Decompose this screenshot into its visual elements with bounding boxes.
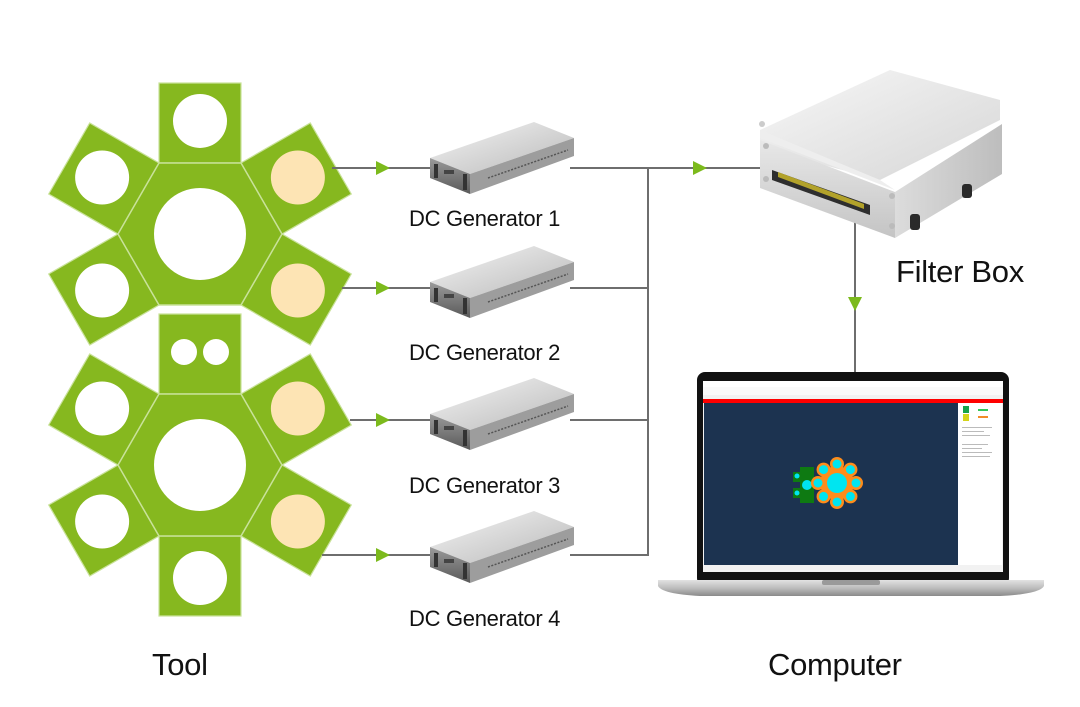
tool-hub-center-icon: [154, 188, 246, 280]
dc-generator-3-label: DC Generator 3: [409, 473, 561, 498]
screen-chamber-port-icon: [845, 465, 855, 475]
tool-chamber-layout-icon: [47, 82, 353, 617]
chamber-active-icon: [270, 381, 325, 436]
arrow-right-icon: [693, 161, 707, 175]
screen-chamber-port-icon: [845, 491, 855, 501]
arrow-down-icon: [848, 297, 862, 311]
chamber-active-icon: [270, 150, 325, 205]
laptop-icon: [658, 372, 1044, 596]
screen-chamber-port-icon: [813, 478, 823, 488]
arrow-right-icon: [376, 548, 390, 562]
dc-generator-2-label: DC Generator 2: [409, 340, 561, 365]
chamber-port-icon: [173, 551, 227, 606]
filter-box-icon: [759, 70, 1002, 238]
chamber-port-icon: [75, 263, 130, 318]
chamber-port-icon: [173, 93, 227, 148]
dc-generator-2-icon: [429, 245, 575, 319]
filter-box-label: Filter Box: [896, 254, 1024, 289]
dc-generator-1-label: DC Generator 1: [409, 206, 561, 231]
dc-generator-1-icon: [429, 121, 575, 195]
screen-chamber-port-icon: [851, 478, 861, 488]
arrow-right-icon: [376, 281, 390, 295]
dc-generator-4-label: DC Generator 4: [409, 606, 561, 631]
screen-chamber-port-icon: [819, 465, 829, 475]
arrow-right-icon: [376, 413, 390, 427]
chamber-active-icon: [270, 263, 325, 318]
chamber-port-icon: [203, 338, 229, 365]
arrow-right-icon: [376, 161, 390, 175]
dc-generator-4-icon: [429, 510, 575, 584]
chamber-port-icon: [75, 381, 130, 436]
chamber-active-icon: [270, 494, 325, 549]
screen-chamber-port-icon: [832, 497, 842, 507]
dc-generator-3-icon: [429, 377, 575, 451]
screen-chamber-port-icon: [819, 491, 829, 501]
chamber-port-icon: [75, 494, 130, 549]
computer-label: Computer: [768, 647, 902, 682]
chamber-port-icon: [171, 338, 197, 365]
tool-label: Tool: [152, 647, 208, 682]
tool-hub-center-icon: [154, 419, 246, 511]
connection-lines: [322, 167, 856, 556]
chamber-port-icon: [75, 150, 130, 205]
screen-chamber-port-icon: [832, 459, 842, 469]
